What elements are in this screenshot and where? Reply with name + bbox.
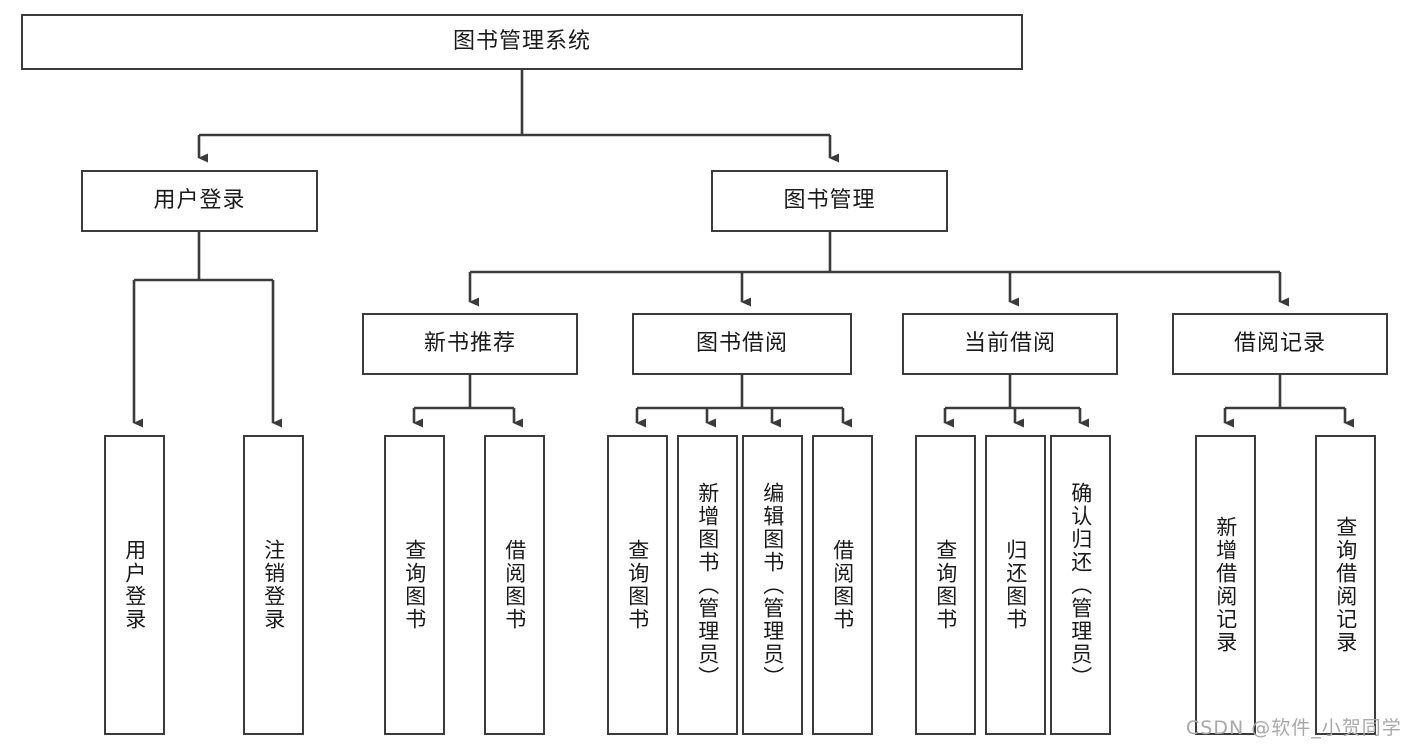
node-label: 用户登录 xyxy=(122,539,147,631)
node-leaf-add-borrow-record[interactable]: 新增借阅记录 xyxy=(1195,435,1256,735)
node-leaf-borrow-book-1[interactable]: 借阅图书 xyxy=(484,435,545,735)
node-label: 查询图书 xyxy=(402,539,427,631)
node-label: 编辑图书（管理员） xyxy=(760,481,785,689)
node-label: 用户登录 xyxy=(153,187,246,213)
node-user-login[interactable]: 用户登录 xyxy=(81,170,318,232)
node-leaf-return-book[interactable]: 归还图书 xyxy=(985,435,1046,735)
node-label: 图书管理 xyxy=(783,187,876,213)
node-label: 图书管理系统 xyxy=(452,28,591,54)
node-label: 确认归还（管理员） xyxy=(1068,481,1093,689)
node-label: 注销登录 xyxy=(261,539,286,631)
node-current-borrow[interactable]: 当前借阅 xyxy=(902,313,1118,375)
node-leaf-add-book[interactable]: 新增图书（管理员） xyxy=(677,435,738,735)
node-label: 查询图书 xyxy=(933,539,958,631)
node-leaf-logout-login[interactable]: 注销登录 xyxy=(243,435,304,735)
node-leaf-query-book-1[interactable]: 查询图书 xyxy=(384,435,445,735)
node-label: 当前借阅 xyxy=(963,330,1056,356)
node-leaf-user-login[interactable]: 用户登录 xyxy=(104,435,165,735)
node-book-borrow[interactable]: 图书借阅 xyxy=(632,313,852,375)
watermark-text: CSDN @软件_小贺同学 xyxy=(1186,717,1402,739)
node-leaf-query-book-3[interactable]: 查询图书 xyxy=(915,435,976,735)
node-label: 新增借阅记录 xyxy=(1213,516,1238,654)
node-label: 图书借阅 xyxy=(695,330,788,356)
node-new-book-recommend[interactable]: 新书推荐 xyxy=(362,313,578,375)
node-label: 借阅图书 xyxy=(830,539,855,631)
node-root-book-management-system[interactable]: 图书管理系统 xyxy=(21,14,1023,70)
node-leaf-confirm-return[interactable]: 确认归还（管理员） xyxy=(1050,435,1111,735)
node-label: 查询图书 xyxy=(625,539,650,631)
node-leaf-query-borrow-record[interactable]: 查询借阅记录 xyxy=(1315,435,1376,735)
node-label: 新书推荐 xyxy=(423,330,516,356)
node-leaf-query-book-2[interactable]: 查询图书 xyxy=(607,435,668,735)
node-label: 查询借阅记录 xyxy=(1333,516,1358,654)
node-label: 借阅记录 xyxy=(1233,330,1326,356)
node-borrow-record[interactable]: 借阅记录 xyxy=(1172,313,1388,375)
node-book-manage[interactable]: 图书管理 xyxy=(711,170,948,232)
node-label: 借阅图书 xyxy=(502,539,527,631)
node-leaf-borrow-book-2[interactable]: 借阅图书 xyxy=(812,435,873,735)
node-label: 新增图书（管理员） xyxy=(695,481,720,689)
node-label: 归还图书 xyxy=(1003,539,1028,631)
node-leaf-edit-book[interactable]: 编辑图书（管理员） xyxy=(742,435,803,735)
